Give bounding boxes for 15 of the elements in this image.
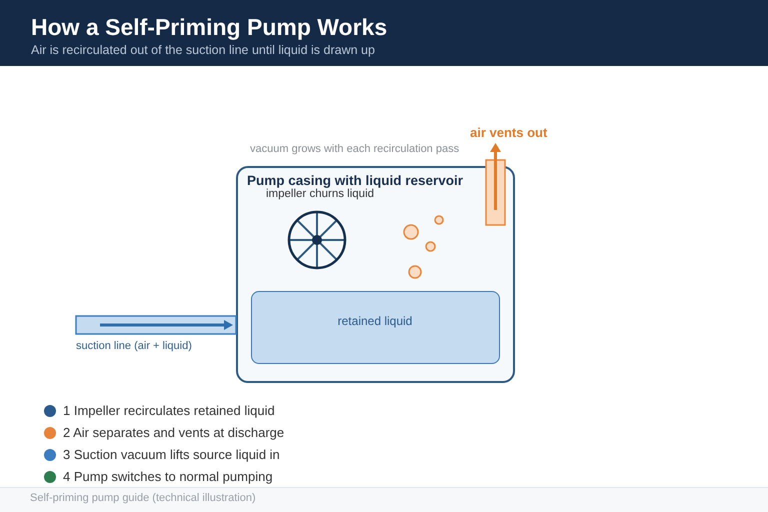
casing-note: impeller churns liquid bbox=[266, 188, 374, 202]
caption: Self-priming pump guide (technical illustration) bbox=[30, 492, 256, 506]
note-text: vacuum grows with each recirculation pass bbox=[250, 143, 460, 156]
part-label: suction line (air + liquid) bbox=[76, 340, 192, 354]
legend-text: 4 Pump switches to normal pumping bbox=[63, 469, 273, 485]
pump-casing bbox=[236, 166, 515, 383]
title: How a Self-Priming Pump Works bbox=[31, 14, 388, 42]
subtitle: Air is recirculated out of the suction line until liquid is drawn up bbox=[31, 43, 375, 58]
legend-text: 1 Impeller recirculates retained liquid bbox=[63, 403, 275, 419]
region-label: retained liquid bbox=[336, 314, 414, 328]
callout-text: air vents out bbox=[470, 125, 548, 141]
casing-heading: Pump casing with liquid reservoir bbox=[247, 173, 464, 188]
legend-text: 2 Air separates and vents at discharge bbox=[63, 425, 284, 441]
legend-text: 3 Suction vacuum lifts source liquid in bbox=[63, 447, 280, 463]
liquid-region bbox=[250, 290, 500, 364]
